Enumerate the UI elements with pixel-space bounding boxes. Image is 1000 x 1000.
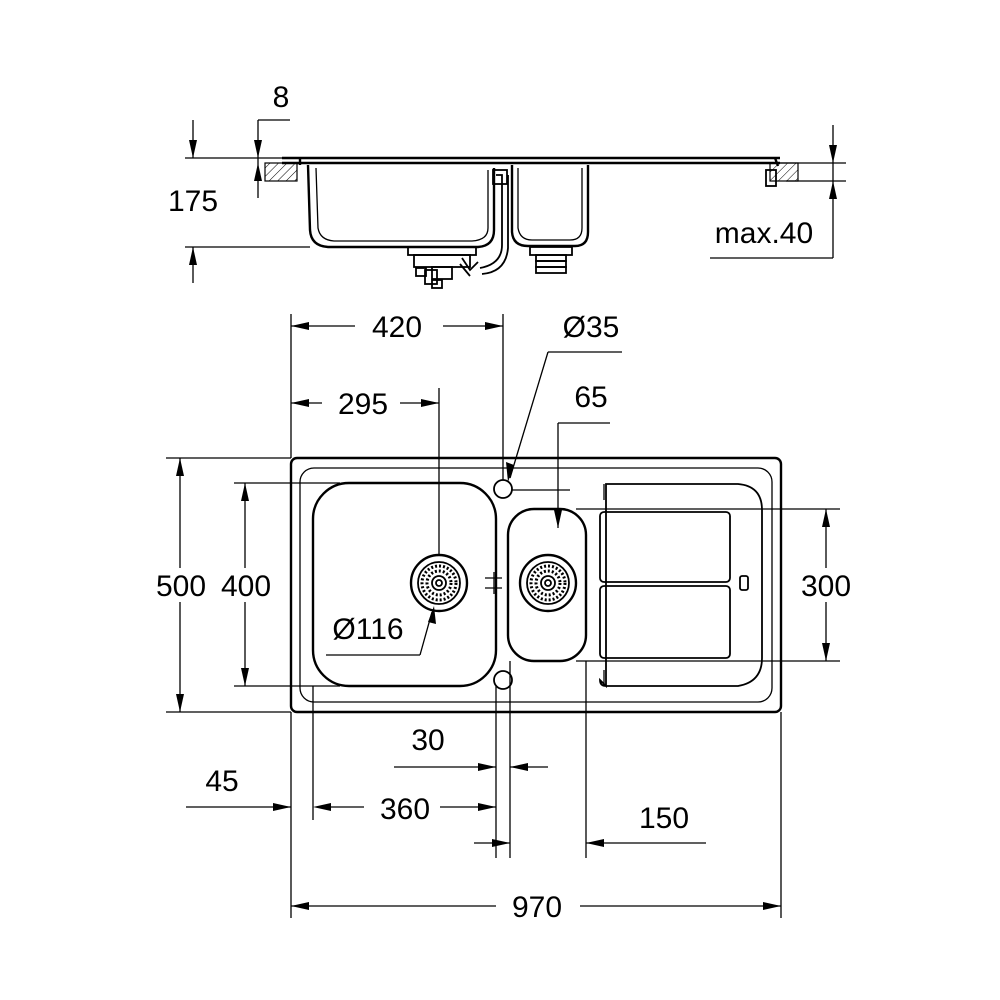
label-drain-to-hole: 420 [372,311,422,344]
label-max-thickness: max.40 [715,217,813,250]
dim-side-depth: 175 [168,120,310,283]
label-tap-hole: Ø35 [563,311,620,344]
large-bowl [311,481,498,688]
dim-max-thickness: max.40 [710,125,846,259]
label-overall-height: 500 [156,570,206,603]
mounting-clip [765,169,777,187]
dim-drain-offset: 295 [291,388,440,556]
waste-large [409,553,469,613]
label-bowl-width: 360 [380,793,430,826]
dim-side-lip: 8 [185,81,290,198]
dim-overall-width: 970 [290,712,782,924]
label-side-depth: 175 [168,185,218,218]
center-mark [485,572,502,594]
dim-divider-gap: 30 [394,661,548,858]
label-divider-gap: 30 [411,724,444,757]
waste-trap-small [529,246,573,274]
small-bowl [506,507,588,663]
dim-waste-diameter: Ø116 [326,606,436,656]
waste-trap-large [407,246,479,289]
large-bowl-profile [306,164,496,249]
label-waste-diameter: Ø116 [332,613,403,646]
small-bowl-profile [510,165,590,248]
dim-tap-hole: Ø35 [506,311,622,491]
dim-edge-margin: 45 [186,686,331,820]
dim-drainer-offset: 150 [474,661,706,858]
dim-overall-height: 500 [156,457,291,713]
tap-hole [493,479,513,499]
drainer-board [599,483,763,689]
label-drainer-offset: 150 [639,802,689,835]
label-overall-width: 970 [512,891,562,924]
worktop-right-hatch [769,162,799,182]
side-view: 8 175 max.40 [168,81,846,289]
label-small-bowl-height: 300 [801,570,851,603]
label-side-lip: 8 [273,81,290,114]
dim-small-bowl-height: 300 [576,508,851,662]
dim-bowl-height: 400 [221,482,340,687]
dim-small-bowl-offset: 65 [554,381,610,528]
label-small-bowl-offset: 65 [574,381,607,414]
dim-bowl-width: 360 [331,793,496,826]
sink-outline [289,456,783,714]
waste-small [518,553,578,613]
label-bowl-height: 400 [221,570,271,603]
label-drain-offset: 295 [338,388,388,421]
dim-drain-to-hole: 420 [290,311,504,480]
sink-rim [282,156,780,167]
worktop-left-hatch [264,162,298,182]
overflow-pipe [479,174,509,275]
label-edge-margin: 45 [205,765,238,798]
top-view: 420 Ø35 295 65 [156,311,851,924]
overflow-hole [493,670,513,690]
